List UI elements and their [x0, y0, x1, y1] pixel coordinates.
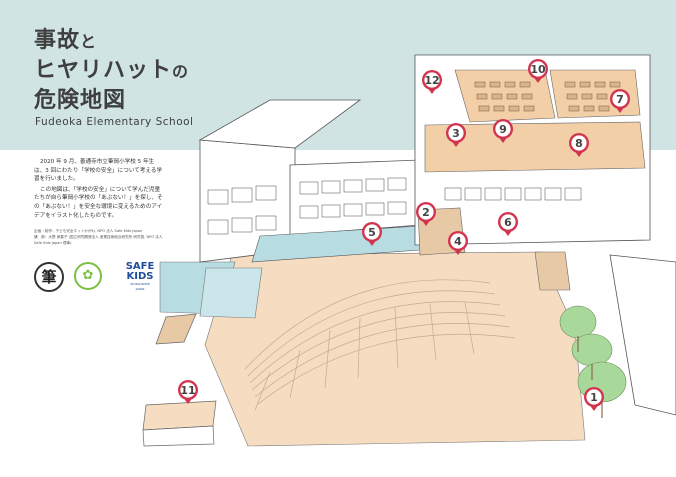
school-name: Fudeoka Elementary School	[35, 116, 194, 128]
title-line-1-particle: と	[80, 32, 98, 51]
marker-face-12	[424, 72, 440, 88]
marker-face-8	[571, 135, 587, 151]
marker-label-8: 8	[575, 137, 583, 150]
marker-8: 8	[569, 133, 589, 157]
leaf-logo: ✿	[74, 262, 102, 290]
marker-face-2	[418, 204, 434, 220]
marker-4: 4	[448, 231, 468, 255]
marker-6: 6	[498, 212, 518, 236]
marker-2: 2	[416, 202, 436, 226]
safe-kids-line-4: JAPAN	[135, 287, 145, 291]
marker-label-12: 12	[424, 74, 439, 87]
title-line-1-main: 事故	[34, 28, 81, 53]
marker-face-1	[586, 389, 602, 405]
marker-face-9	[495, 121, 511, 137]
marker-face-4	[450, 233, 466, 249]
description-paragraph-2: この地図は、「学校の安全」について学んだ児童たちが自ら筆岡小学校の「あぶない！」…	[34, 186, 163, 219]
safe-kids-line-3: WORLDWIDE	[130, 282, 150, 286]
marker-10: 10	[528, 59, 548, 83]
marker-label-5: 5	[368, 226, 376, 239]
marker-1: 1	[584, 387, 604, 411]
marker-face-10	[530, 61, 546, 77]
marker-7: 7	[610, 89, 630, 113]
title-line-3: 危険地図	[34, 88, 127, 113]
credit-production: 企画・制作：子ども安全ネットかがわ, NPO 法人 Safe Kids Japa…	[34, 229, 143, 233]
safe-kids-wordmark: SAFE KIDS WORLDWIDE JAPAN	[116, 262, 164, 292]
storage-shed-front	[142, 425, 215, 447]
gym-stairs	[534, 251, 571, 291]
marker-face-3	[448, 125, 464, 141]
marker-label-10: 10	[530, 63, 546, 76]
marker-label-4: 4	[454, 235, 462, 248]
center-building	[289, 159, 421, 236]
safe-kids-logo: SAFE KIDS WORLDWIDE JAPAN	[116, 262, 164, 292]
marker-face-6	[500, 214, 516, 230]
marker-label-6: 6	[504, 216, 512, 229]
map-title: 事故と ヒヤリハットの 危険地図	[34, 26, 189, 115]
marker-label-2: 2	[422, 206, 430, 219]
marker-9: 9	[493, 119, 513, 143]
title-line-2: ヒヤリハットの	[34, 56, 189, 86]
title-line-2-main: ヒヤリハット	[34, 58, 173, 83]
credits: 企画・制作：子ども安全ネットかがわ, NPO 法人 Safe Kids Japa…	[34, 228, 164, 246]
left-building-windows	[207, 185, 277, 235]
storage-shed-roof	[142, 400, 217, 431]
marker-face-11	[180, 382, 196, 398]
marker-label-1: 1	[590, 391, 598, 404]
leaf-icon: ✿	[74, 262, 102, 290]
left-building-roof	[198, 99, 362, 149]
bench-left	[155, 313, 197, 345]
safe-kids-line-1: SAFE	[125, 261, 155, 272]
right-building-windows	[444, 187, 582, 201]
lower-right-building	[609, 254, 676, 416]
center-building-windows	[299, 177, 407, 219]
corridor-floor	[424, 121, 646, 173]
description: 2020 年 9 月、善通寺市立筆岡小学校 5 年生は、3 回にわたり「学校の安…	[34, 158, 164, 222]
trees	[559, 305, 627, 403]
marker-label-3: 3	[452, 127, 460, 140]
marker-face-7	[612, 91, 628, 107]
marker-5: 5	[362, 222, 382, 246]
marker-label-11: 11	[180, 384, 195, 397]
safe-kids-line-2: KIDS	[126, 271, 154, 282]
track-lines	[244, 279, 516, 411]
marker-label-7: 7	[616, 93, 624, 106]
title-line-1: 事故と	[34, 26, 189, 56]
marker-face-5	[364, 224, 380, 240]
marker-11: 11	[178, 380, 198, 404]
title-line-2-particle: の	[172, 62, 190, 81]
description-paragraph-1: 2020 年 9 月、善通寺市立筆岡小学校 5 年生は、3 回にわたり「学校の安…	[34, 159, 163, 183]
kanji-logo-mark: 筆	[34, 262, 64, 292]
credit-lecturer: 講 師：大野 美喜子 (国立研究開発法人 産業技術総合研究所 研究員, NPO …	[34, 235, 163, 245]
marker-label-9: 9	[499, 123, 507, 136]
schoolyard-ground	[204, 251, 586, 447]
marker-3: 3	[446, 123, 466, 147]
kanji-logo: 筆	[34, 262, 64, 292]
marker-12: 12	[422, 70, 442, 94]
pool-deck	[199, 267, 263, 319]
